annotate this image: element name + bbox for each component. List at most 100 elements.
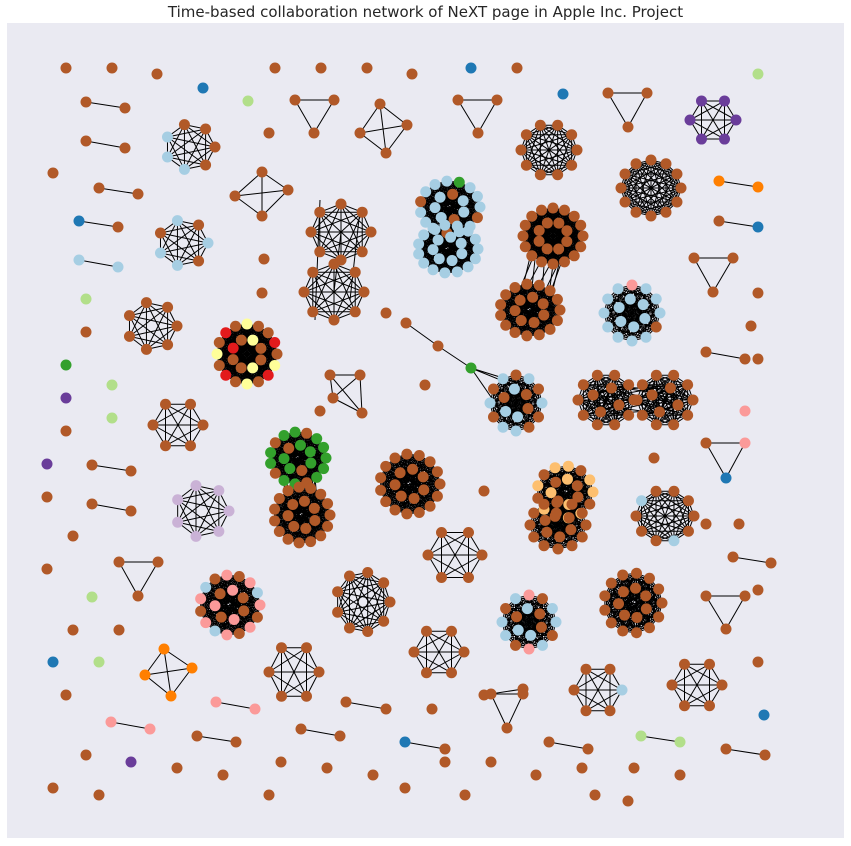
network-node [675, 182, 687, 194]
network-node [643, 622, 655, 634]
network-node [252, 320, 264, 332]
network-node [664, 382, 676, 394]
network-node [576, 507, 588, 519]
network-edge [160, 252, 199, 262]
network-edge [607, 92, 629, 128]
network-node [269, 503, 281, 515]
network-edge [718, 180, 759, 188]
network-node [439, 267, 451, 279]
network-node [408, 646, 420, 658]
network-node [630, 582, 642, 594]
network-node [278, 429, 290, 441]
network-node [227, 354, 239, 366]
network-node [230, 320, 242, 332]
network-node [526, 210, 538, 222]
network-node [626, 335, 638, 347]
network-node [202, 237, 214, 249]
network-node [478, 485, 490, 497]
network-edge [160, 242, 209, 254]
network-node [434, 478, 446, 490]
network-node [418, 257, 430, 269]
network-edge [554, 467, 590, 481]
network-edge [163, 648, 193, 669]
network-edge [274, 508, 316, 521]
network-node [650, 321, 662, 333]
network-node [628, 762, 640, 774]
network-node [577, 230, 589, 242]
network-node [704, 658, 715, 670]
network-edge [520, 134, 572, 151]
network-node [433, 253, 445, 265]
network-node [491, 94, 503, 106]
network-node [536, 256, 548, 268]
network-edge [367, 572, 391, 603]
network-edge [624, 187, 682, 203]
network-edge [641, 500, 689, 532]
network-node [533, 383, 545, 395]
network-node [536, 204, 548, 216]
network-node [682, 379, 694, 391]
network-edge [413, 630, 452, 653]
network-node [197, 82, 209, 94]
network-node [552, 543, 564, 555]
network-edge [620, 173, 678, 189]
network-node [455, 237, 467, 249]
network-node [172, 494, 184, 506]
network-node [324, 509, 336, 521]
network-node [512, 624, 524, 636]
network-edge [145, 307, 169, 350]
network-node [213, 337, 225, 349]
network-node [645, 154, 657, 166]
network-node [241, 378, 253, 390]
network-edge [287, 503, 328, 540]
network-node [700, 590, 712, 602]
network-node [41, 563, 53, 575]
network-node [47, 656, 59, 668]
network-node [132, 188, 144, 200]
network-node [209, 600, 221, 612]
network-node [617, 569, 629, 581]
network-edge [418, 243, 462, 255]
network-node [646, 389, 658, 401]
network-node [619, 168, 631, 180]
network-node [671, 196, 683, 208]
network-node [139, 669, 151, 681]
network-node [602, 293, 614, 305]
network-node [598, 307, 610, 319]
network-edge [705, 442, 727, 479]
network-node [86, 498, 98, 510]
network-edge [129, 306, 168, 317]
network-node [318, 463, 330, 475]
network-node [463, 572, 474, 584]
network-edge [337, 611, 368, 632]
network-node [439, 756, 451, 768]
network-edge [337, 582, 384, 593]
network-edge [420, 201, 464, 213]
network-node [752, 656, 764, 668]
network-node [543, 736, 555, 748]
network-edge [655, 490, 695, 517]
network-node [432, 234, 444, 246]
network-node [265, 457, 277, 469]
network-node [242, 95, 254, 107]
network-node [498, 392, 510, 404]
network-edge [367, 601, 391, 632]
network-node [401, 119, 413, 131]
network-node [688, 252, 700, 264]
network-node [247, 334, 259, 346]
network-node [554, 531, 566, 543]
network-node [262, 369, 274, 381]
network-node [362, 566, 374, 578]
network-node [162, 339, 174, 351]
network-edge [597, 399, 635, 426]
network-node [485, 756, 497, 768]
network-edge [349, 575, 384, 584]
network-edge [624, 163, 667, 175]
network-node [93, 656, 105, 668]
network-node [650, 293, 662, 305]
network-node [674, 769, 686, 781]
network-node [282, 533, 294, 545]
network-node [269, 467, 281, 479]
network-node [577, 379, 589, 391]
network-node [487, 383, 499, 395]
